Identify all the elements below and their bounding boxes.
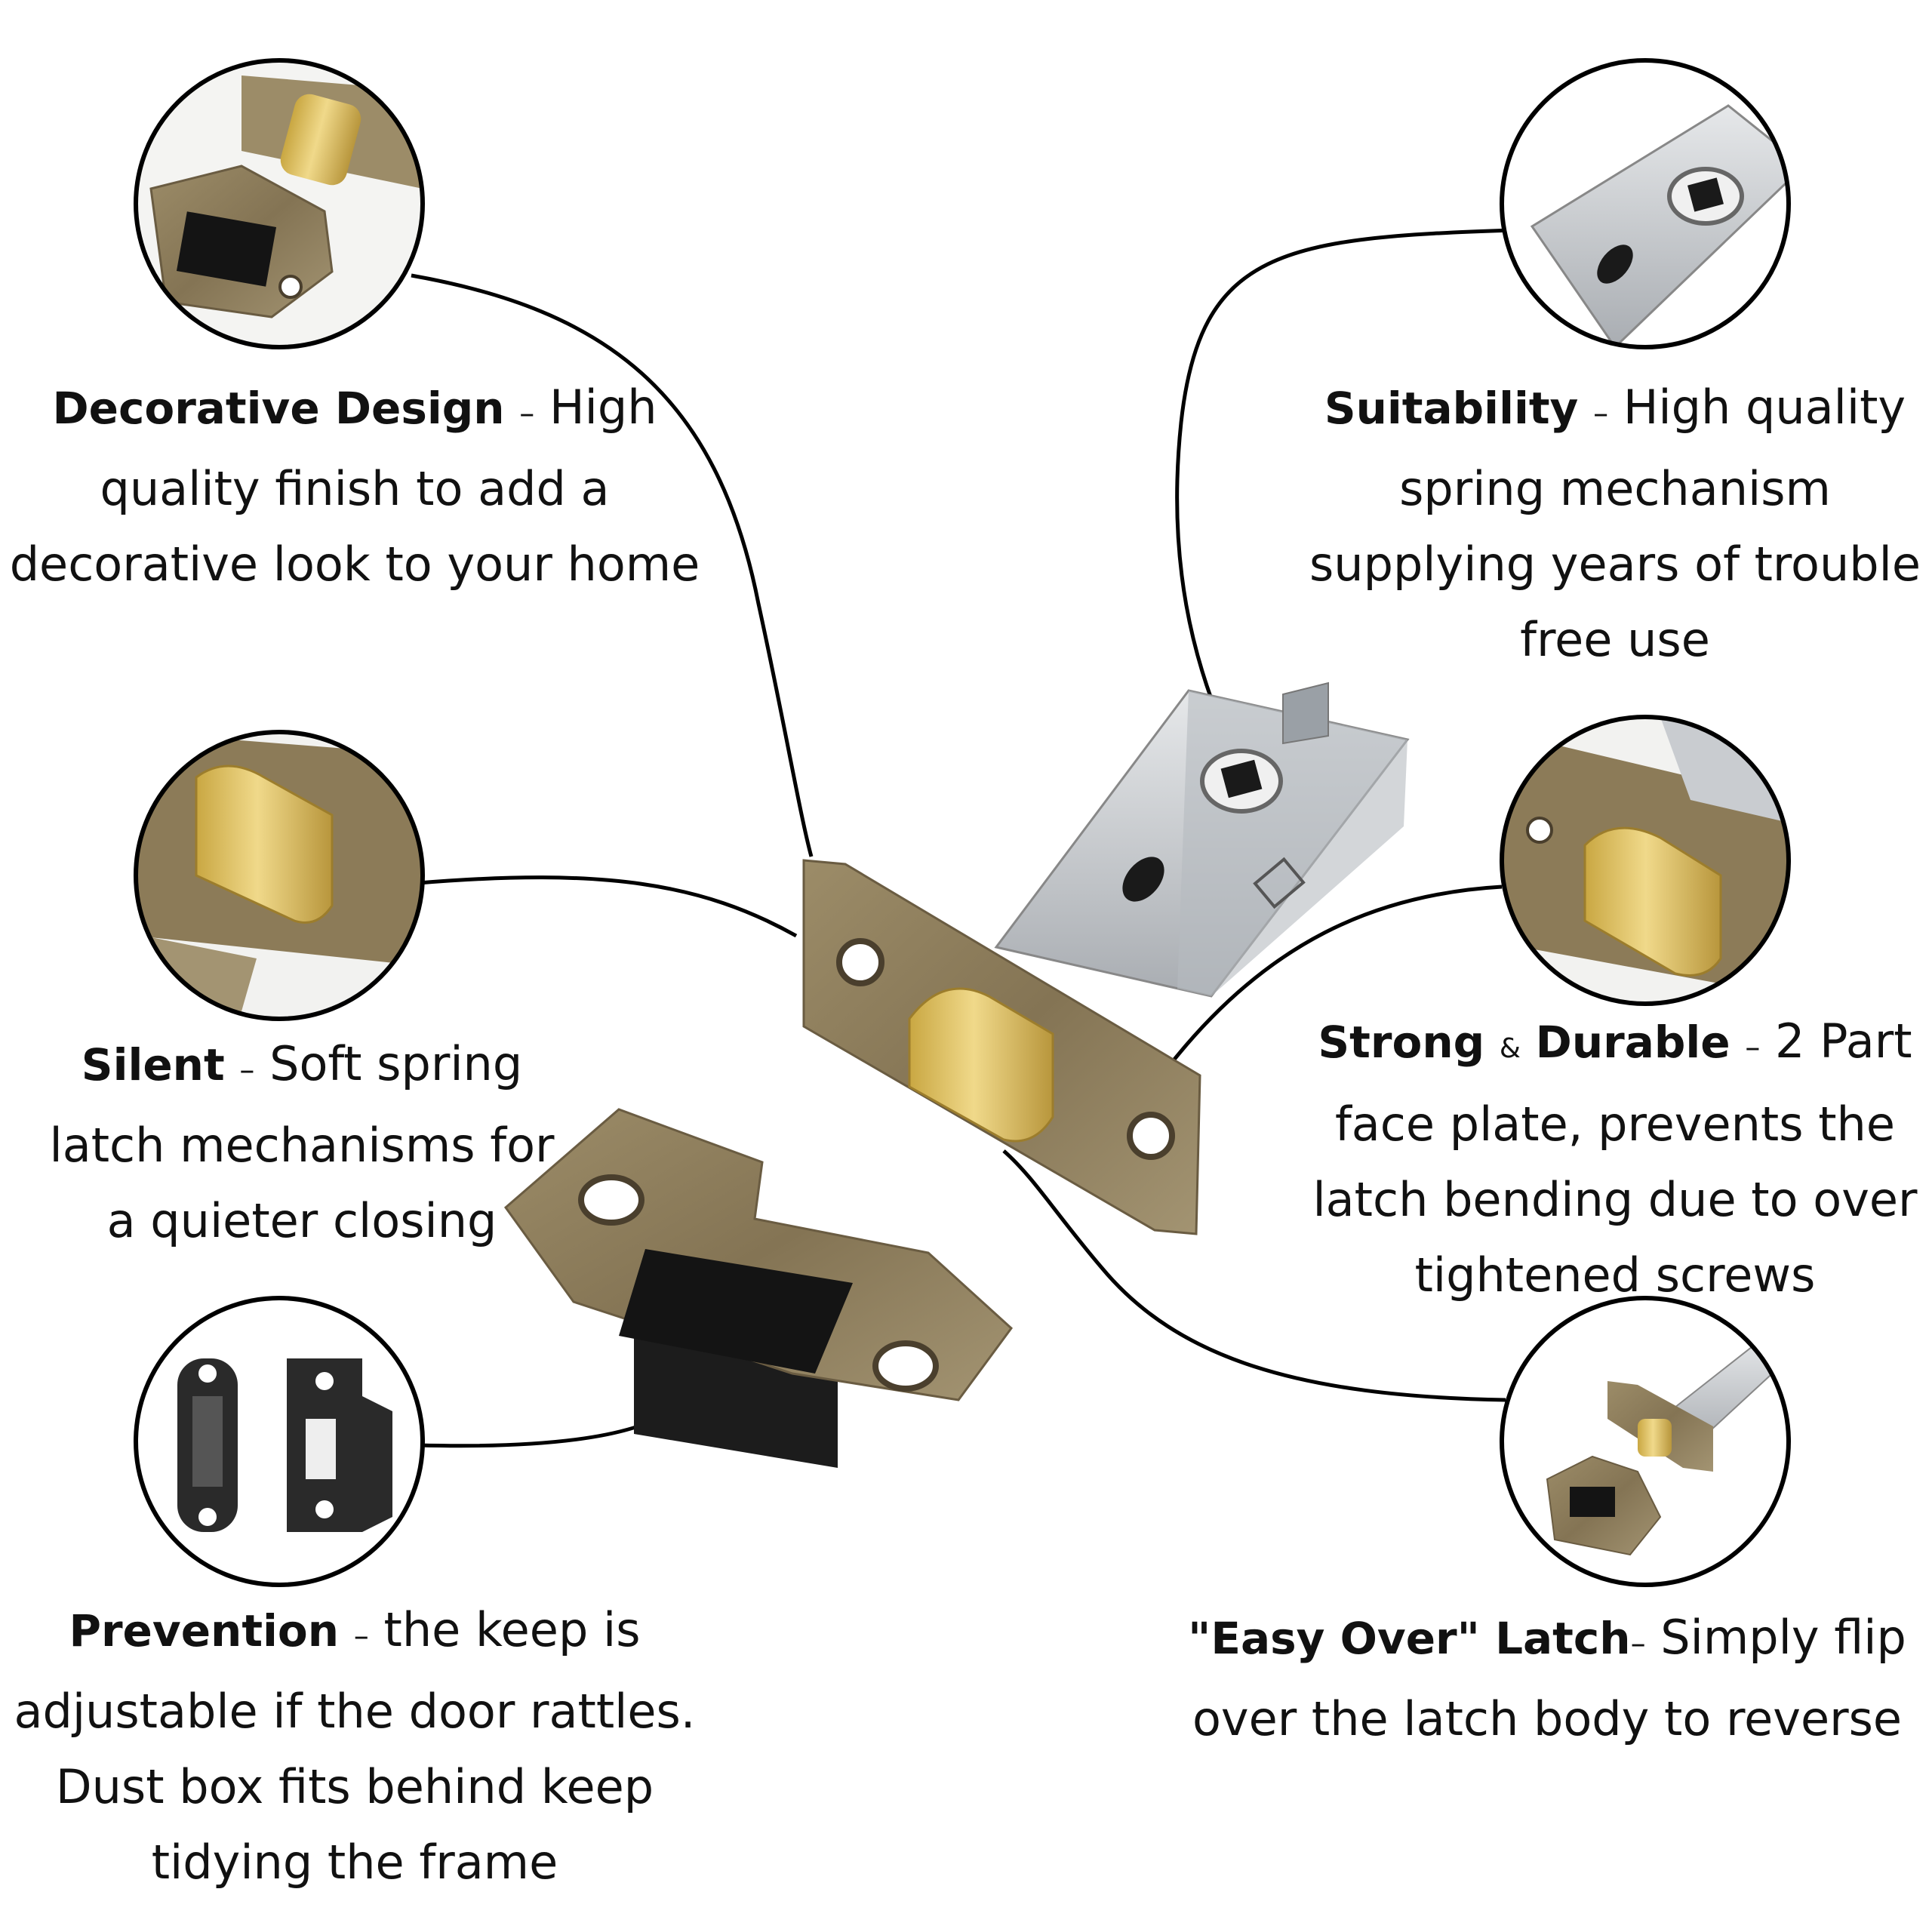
detail-easy-over-circle bbox=[1500, 1296, 1791, 1587]
detail-strong-circle bbox=[1500, 715, 1791, 1006]
feature-title: Strong bbox=[1318, 1017, 1485, 1068]
feature-title: Decorative Design bbox=[52, 383, 505, 434]
feature-title: Suitability bbox=[1324, 383, 1579, 434]
detail-suitability-circle bbox=[1500, 58, 1791, 349]
feature-easy-over: "Easy Over" Latch– Simply flip over the … bbox=[1188, 1610, 1906, 1746]
feature-prevention: Prevention – the keep is adjustable if t… bbox=[14, 1602, 696, 1890]
face-plate-screw-hole-top bbox=[836, 938, 884, 986]
face-plate-screw-hole-bottom bbox=[1127, 1112, 1175, 1160]
feature-suitability: Suitability – High quality spring mechan… bbox=[1309, 380, 1921, 667]
feature-title: Silent bbox=[81, 1039, 225, 1091]
detail-decorative-circle bbox=[134, 58, 425, 349]
latch-body bbox=[994, 681, 1410, 998]
connector-silent bbox=[418, 875, 798, 938]
feature-title: Prevention bbox=[69, 1605, 340, 1657]
connector-lines bbox=[411, 228, 1514, 1448]
detail-silent-circle bbox=[134, 730, 425, 1021]
connector-suitability bbox=[1175, 228, 1514, 729]
connector-decorative bbox=[411, 273, 814, 857]
strike-plate bbox=[503, 1108, 1014, 1468]
slot-hole bbox=[1122, 857, 1164, 902]
feature-title: "Easy Over" Latch bbox=[1188, 1613, 1631, 1664]
feature-silent: Silent – Soft spring latch mechanisms fo… bbox=[49, 1036, 555, 1248]
strike-screw-hole-right bbox=[872, 1340, 939, 1392]
connector-easy-over bbox=[1002, 1149, 1506, 1402]
feature-decorative: Decorative Design – High quality finish … bbox=[9, 380, 700, 592]
brass-latch-bolt bbox=[908, 987, 1054, 1143]
connector-strong bbox=[1172, 884, 1503, 1062]
strike-screw-hole-left bbox=[578, 1174, 645, 1226]
feature-strong: Strong & Durable – 2 Part face plate, pr… bbox=[1312, 1014, 1918, 1303]
detail-prevention-circle bbox=[134, 1296, 425, 1587]
